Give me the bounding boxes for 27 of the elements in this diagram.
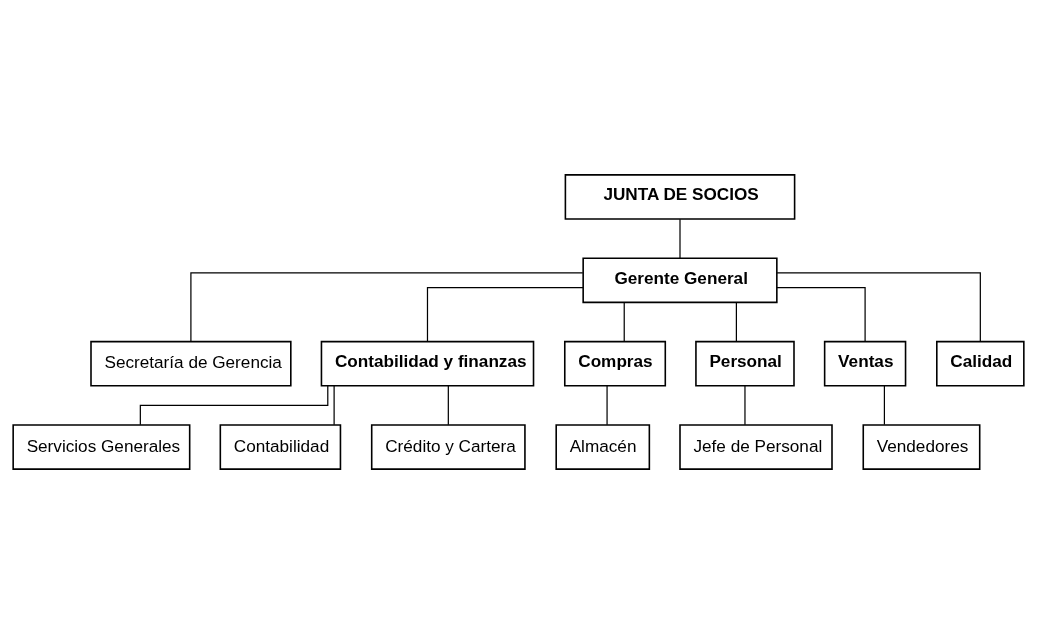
- node-box: Calidad: [936, 340, 1025, 387]
- connector: [744, 384, 746, 425]
- connector: [679, 218, 681, 259]
- node-box: Almacén: [555, 423, 651, 470]
- node-box: Vendedores: [862, 423, 981, 470]
- node-box: Contabilidad y finanzas: [320, 340, 535, 387]
- connector: [190, 271, 584, 342]
- node-box: Jefe de Personal: [679, 423, 833, 470]
- node-box: Compras: [563, 340, 667, 387]
- node-box: Gerente General: [582, 256, 778, 303]
- connector: [426, 286, 584, 342]
- connector: [776, 286, 866, 342]
- node-box: Secretaría de Gerencia: [90, 340, 292, 387]
- connector: [139, 384, 329, 425]
- node-box: Servicios Generales: [12, 423, 191, 470]
- connector: [883, 384, 885, 425]
- connector: [623, 301, 625, 342]
- connector: [776, 271, 981, 342]
- node-box: Ventas: [823, 340, 907, 387]
- connector: [447, 384, 449, 425]
- connector: [333, 384, 335, 425]
- connector: [606, 384, 608, 425]
- node-box: Personal: [695, 340, 795, 387]
- node-box: Contabilidad: [219, 423, 342, 470]
- connector: [735, 301, 737, 342]
- node-box: JUNTA DE SOCIOS: [564, 173, 796, 220]
- node-box: Crédito y Cartera: [370, 423, 526, 470]
